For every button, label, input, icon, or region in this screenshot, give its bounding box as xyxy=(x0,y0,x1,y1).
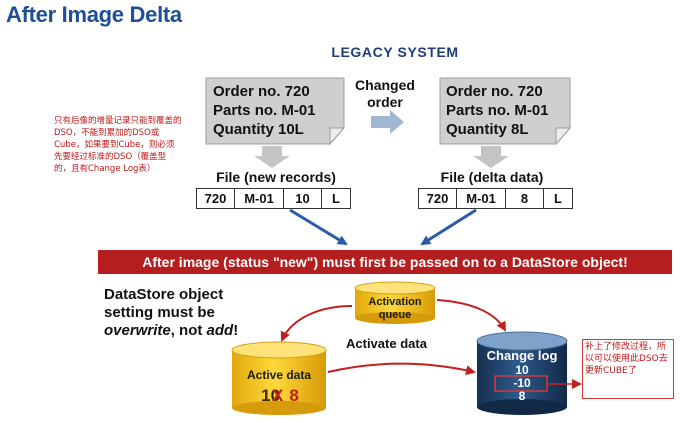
minus10-highlight xyxy=(494,375,548,392)
left-cell-part: M-01 xyxy=(234,188,284,209)
active-data-cylinder xyxy=(231,341,327,415)
right-parts-no: Parts no. M-01 xyxy=(446,102,549,119)
right-order-no: Order no. 720 xyxy=(446,83,543,100)
left-document: Order no. 720 Parts no. M-01 Quantity 10… xyxy=(213,82,316,139)
change-log-value-1: 10 xyxy=(515,363,529,377)
ds-word-overwrite: overwrite xyxy=(104,322,171,339)
left-cell-qty: 10 xyxy=(283,188,322,209)
activation-queue-line1: Activation xyxy=(368,296,422,308)
queue-to-changelog-arrow xyxy=(436,299,506,332)
ds-word-end: ! xyxy=(233,322,239,339)
right-cell-order: 720 xyxy=(418,188,457,209)
left-file-label: File (new records) xyxy=(216,169,336,185)
right-quantity: Quantity 8L xyxy=(446,121,529,138)
change-log-values: 10 -10 8 xyxy=(477,364,567,403)
left-annotation: 只有后像的增量记录只能到覆盖的DSO，不能到累加的DSO或Cube，如果要到Cu… xyxy=(54,116,182,174)
ds-word-not: , not xyxy=(170,322,207,339)
changed-order-line2: order xyxy=(367,94,403,110)
left-quantity: Quantity 10L xyxy=(213,121,304,138)
right-cell-part: M-01 xyxy=(456,188,506,209)
legacy-system-label: LEGACY SYSTEM xyxy=(331,44,459,60)
datastore-banner: After image (status "new") must first be… xyxy=(98,250,672,274)
datastore-setting-text: DataStore object setting must be overwri… xyxy=(104,286,238,340)
active-old-value: 10 xyxy=(261,386,281,405)
right-to-banner-arrow xyxy=(420,208,477,246)
change-log-value-2: -10 xyxy=(513,376,531,390)
activation-queue-cylinder xyxy=(354,281,436,324)
ds-setting-line2: setting must be xyxy=(104,304,215,321)
right-file-label: File (delta data) xyxy=(440,169,544,185)
activation-queue-label: Activation queue xyxy=(355,296,435,322)
right-cell-qty: 8 xyxy=(505,188,544,209)
queue-to-active-arrow xyxy=(280,305,353,342)
page-title: After Image Delta xyxy=(6,2,182,27)
ds-word-add: add xyxy=(206,322,234,339)
change-log-value-3: 8 xyxy=(518,389,526,403)
left-to-banner-arrow xyxy=(289,208,348,246)
left-cell-unit: L xyxy=(321,188,351,209)
activation-queue-line2: queue xyxy=(378,309,412,321)
active-new-value: 8 xyxy=(289,386,299,405)
change-log-cylinder xyxy=(476,331,568,415)
left-parts-no: Parts no. M-01 xyxy=(213,102,316,119)
active-to-changelog-arrow xyxy=(327,362,476,376)
ds-setting-line3: overwrite, not add! xyxy=(104,322,238,340)
right-cell-unit: L xyxy=(543,188,573,209)
right-document: Order no. 720 Parts no. M-01 Quantity 8L xyxy=(446,82,549,139)
changed-order-line1: Changed xyxy=(355,77,415,93)
right-file-record: 720 M-01 8 L xyxy=(418,188,573,209)
left-down-arrow xyxy=(254,146,290,168)
change-log-label: Change log xyxy=(486,348,558,363)
activate-data-label: Activate data xyxy=(346,336,427,351)
left-order-no: Order no. 720 xyxy=(213,83,310,100)
changed-order-label: Changed order xyxy=(340,77,430,111)
strike-x-mark: X xyxy=(272,386,284,405)
left-cell-order: 720 xyxy=(196,188,235,209)
changed-arrow xyxy=(371,110,404,134)
ds-setting-line1: DataStore object xyxy=(104,286,224,303)
right-down-arrow xyxy=(473,146,509,168)
right-annotation: 补上了修改过程，所以可以使用此DSO去更新CUBE了 xyxy=(582,339,674,399)
active-data-label: Active data xyxy=(246,368,312,382)
left-file-record: 720 M-01 10 L xyxy=(196,188,351,209)
